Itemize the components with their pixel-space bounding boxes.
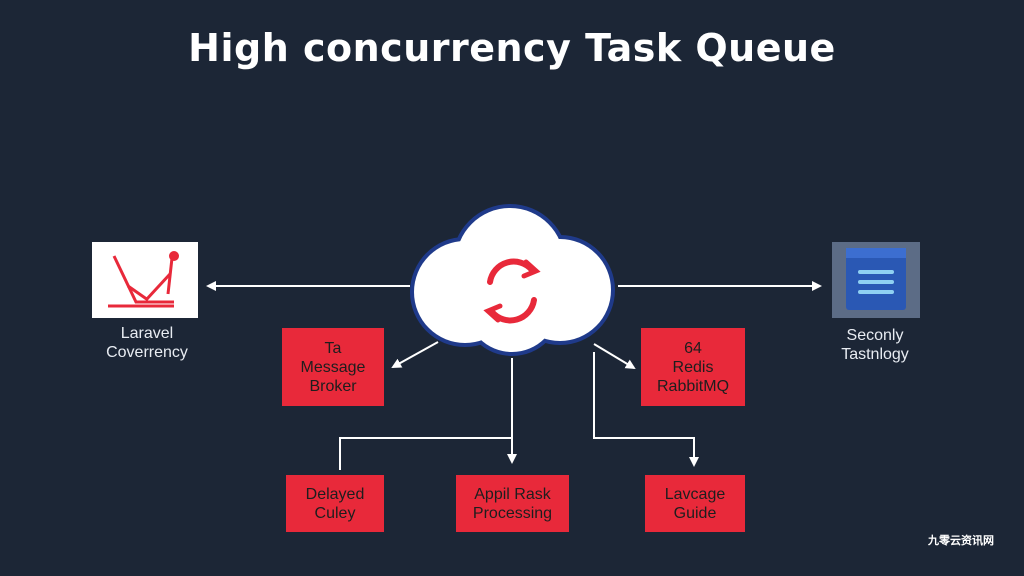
database-cube-icon (832, 242, 920, 318)
database-caption: Seconly Tastnlogy (810, 326, 940, 364)
redis-line3: RabbitMQ (656, 377, 730, 395)
database-caption-line2: Tastnlogy (841, 346, 909, 363)
message-broker-box: Ta Message Broker (282, 328, 384, 406)
guide-line2: Guide (673, 504, 717, 522)
laravel-caption: Laravel Coverrency (82, 324, 212, 362)
connector-to-guide (593, 352, 699, 467)
redis-line2: Redis (672, 358, 714, 376)
processing-line1: Appil Rask (474, 485, 551, 503)
delayed-line1: Delayed (305, 485, 365, 503)
message-broker-line3: Broker (309, 377, 357, 395)
arrow-to-message-broker (391, 341, 439, 368)
laravel-caption-line1: Laravel (120, 325, 174, 342)
laravel-logo-icon (92, 242, 198, 318)
laravel-caption-line2: Coverrency (106, 344, 188, 361)
guide-box: Lavcage Guide (645, 475, 745, 532)
cloud-icon (410, 204, 615, 356)
redis-rabbitmq-box: 64 Redis RabbitMQ (641, 328, 745, 406)
message-broker-line1: Ta (324, 339, 342, 357)
delayed-line2: Culey (314, 504, 356, 522)
database-caption-line1: Seconly (846, 327, 904, 344)
arrow-to-redis (593, 343, 636, 370)
connector-to-delayed (339, 437, 512, 470)
task-processing-box: Appil Rask Processing (456, 475, 569, 532)
guide-line1: Lavcage (664, 485, 726, 503)
redis-line1: 64 (684, 339, 702, 357)
sync-arrows-icon (483, 258, 541, 324)
diagram-title: High concurrency Task Queue (188, 26, 836, 70)
delayed-queue-box: Delayed Culey (286, 475, 384, 532)
watermark-text: 九零云资讯网 (928, 534, 994, 547)
processing-line2: Processing (472, 504, 553, 522)
message-broker-line2: Message (300, 358, 366, 376)
